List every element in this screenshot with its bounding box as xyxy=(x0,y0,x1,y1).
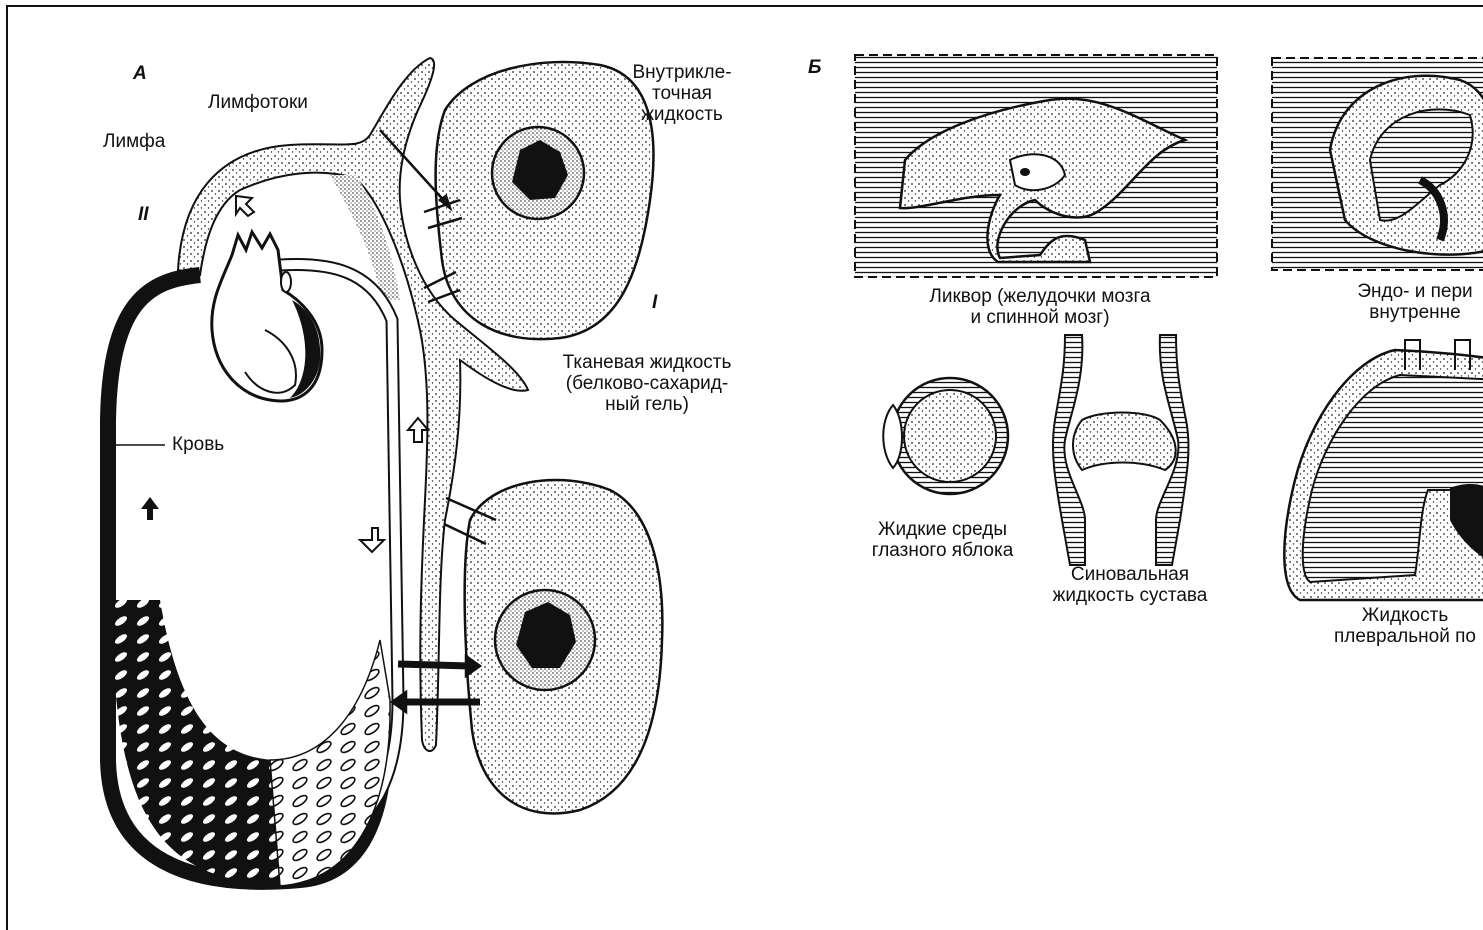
blood-flow-arrow-down xyxy=(360,528,384,552)
lymph-label: Лимфа xyxy=(103,131,165,152)
blood-flow-arrow-up xyxy=(141,497,159,520)
endo-perilymph-label: Эндо- и пери внутренне xyxy=(1330,281,1483,323)
capillary-bed-light xyxy=(270,640,390,886)
panel-a-illustration xyxy=(108,58,662,886)
pleural-cavity xyxy=(1284,340,1483,600)
roman-one-label: I xyxy=(652,292,657,313)
synovial-joint xyxy=(1053,335,1189,565)
inner-ear xyxy=(1272,58,1483,270)
heart xyxy=(212,232,322,401)
lymph-flow-arrow-diag xyxy=(236,196,254,216)
panel-a-marker: А xyxy=(133,63,147,84)
roman-two-label: II xyxy=(138,204,149,225)
lymph-flow-arrow-up xyxy=(408,418,428,442)
lymph-ducts-label: Лимфотоки xyxy=(208,92,308,113)
eyeball xyxy=(883,378,1008,494)
liquor-label: Ликвор (желудочки мозга и спинной мозг) xyxy=(880,286,1200,328)
eye-fluid-label: Жидкие среды глазного яблока xyxy=(850,519,1035,561)
intracellular-fluid-label: Внутрикле- точная жидкость xyxy=(612,62,752,125)
cell-bottom xyxy=(465,480,663,813)
blood-label: Кровь xyxy=(172,434,224,455)
tissue-fluid-label: Тканевая жидкость (белково-сахарид- ный … xyxy=(532,352,762,415)
panel-b-marker: Б xyxy=(808,57,821,78)
brain-ventricles xyxy=(855,55,1217,277)
synovial-fluid-label: Синовальная жидкость сустава xyxy=(1030,564,1230,606)
pleural-fluid-label: Жидкость плевральной по xyxy=(1305,605,1483,647)
